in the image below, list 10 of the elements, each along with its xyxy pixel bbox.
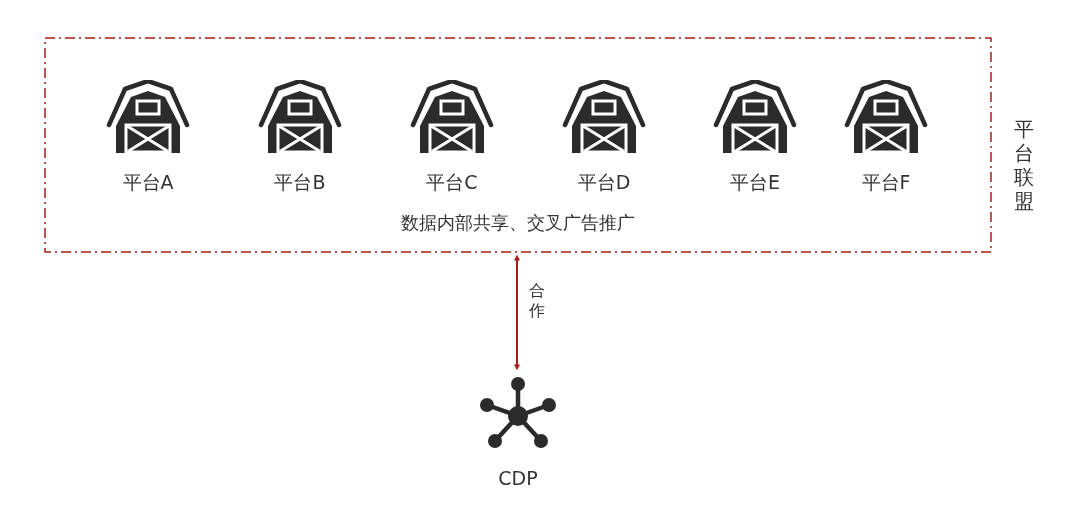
node-label: 平台C — [425, 170, 479, 194]
node-label: 平台B — [273, 170, 327, 194]
group-note: 数据内部共享、交叉广告推广 — [400, 211, 636, 235]
node-label: 平台F — [860, 170, 912, 194]
group-heading: 平台联盟 — [1014, 117, 1035, 213]
node-label: CDP — [497, 466, 539, 490]
node-label: 平台A — [121, 170, 175, 194]
node-label: 平台D — [576, 170, 632, 194]
double-arrow — [514, 254, 520, 371]
node-label: 平台E — [729, 170, 781, 194]
